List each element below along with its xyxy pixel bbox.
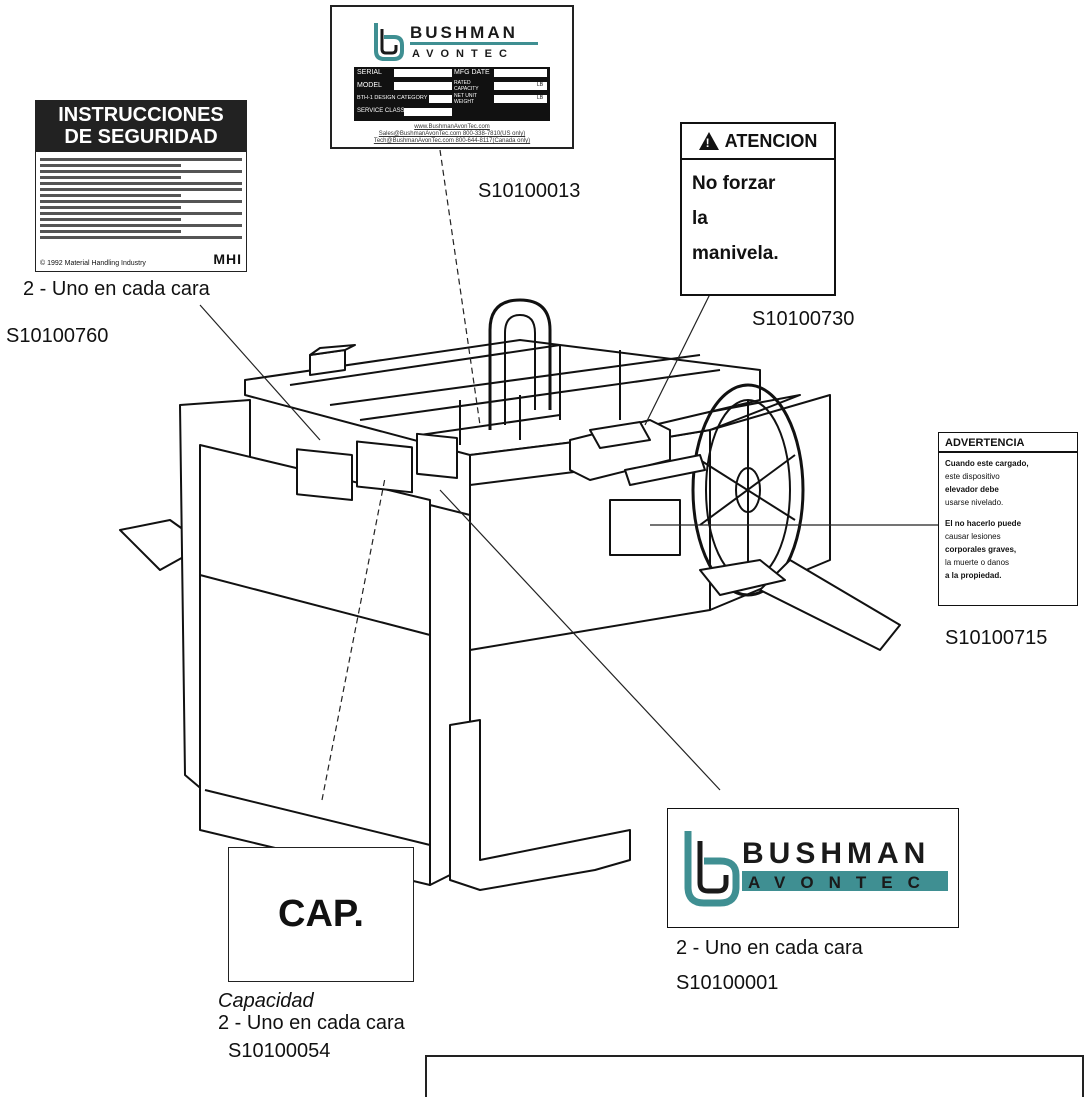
quantity-note-seguridad: 2 - Uno en cada cara (23, 278, 210, 300)
bushman-nameplate-decal: BUSHMAN AVONTEC SERIAL MFG DATE MODEL RA… (330, 5, 574, 149)
front-decal-window-1 (296, 448, 353, 502)
lb-unit-2: LB (537, 95, 544, 101)
handwheel (691, 383, 805, 597)
advertencia-title: ADVERTENCIA (939, 433, 1077, 453)
atencion-line-3: manivela. (692, 243, 779, 264)
adv-line: Cuando este cargado, (945, 459, 1029, 468)
adv-line: corporales graves, (945, 545, 1017, 554)
safety-decal-text-lines (36, 152, 246, 245)
rated-capacity-label: RATED CAPACITY (454, 80, 479, 92)
mfg-date-label: MFG DATE (454, 69, 490, 76)
cap-text: CAP. (278, 893, 364, 935)
part-number-s10100013: S10100013 (478, 180, 581, 202)
quantity-note-cap: 2 - Uno en cada cara (218, 1012, 405, 1034)
leader-s10100001 (439, 489, 721, 791)
bushman-avontec-decal: BUSHMAN AVONTEC (667, 808, 959, 928)
leader-s10100760 (199, 304, 321, 441)
nameplate-sales: Sales@BushmanAvonTec.com 800-338-7810(US… (378, 131, 526, 137)
adv-line: causar lesiones (945, 532, 1001, 541)
part-number-s10100760: S10100760 (6, 325, 109, 347)
serial-label: SERIAL (357, 69, 382, 76)
net-unit-weight-label: NET UNIT WEIGHT (454, 93, 477, 105)
safety-instructions-decal: INSTRUCCIONES DE SEGURIDAD © 1992 Materi… (35, 100, 247, 272)
atencion-line-2: la (692, 208, 708, 229)
capacidad-caption: Capacidad (218, 990, 314, 1012)
part-number-s10100715: S10100715 (945, 627, 1048, 649)
atencion-decal: ATENCION No forzar la manivela. (680, 122, 836, 296)
model-label: MODEL (357, 82, 382, 89)
bushman-decal-brand-bottom: AVONTEC (748, 873, 935, 892)
nameplate-field-grid: SERIAL MFG DATE MODEL RATED CAPACITY LB … (354, 67, 550, 121)
safety-decal-footer: © 1992 Material Handling Industry (40, 260, 146, 267)
bottom-fork (449, 719, 631, 891)
adv-line: a la propiedad. (945, 571, 1002, 580)
safety-decal-title-1: INSTRUCCIONES (58, 104, 224, 126)
lb-unit-1: LB (537, 82, 544, 88)
part-number-s10100054: S10100054 (228, 1040, 331, 1062)
advertencia-decal: ADVERTENCIA Cuando este cargado, este di… (938, 432, 1078, 606)
leader-s10100730 (644, 289, 713, 426)
mhi-logo: MHI (213, 251, 242, 267)
leader-s10100054 (321, 477, 386, 801)
bushman-logo-icon: BUSHMAN AVONTEC (374, 23, 538, 61)
nameplate-brand-bottom: AVONTEC (412, 48, 514, 60)
advertencia-text: Cuando este cargado, este dispositivo el… (939, 453, 1077, 586)
front-panel (199, 444, 431, 886)
nameplate-contacts: www.BushmanAvonTec.com Sales@BushmanAvon… (332, 124, 572, 145)
bushman-decal-brand-top: BUSHMAN (742, 837, 930, 870)
safety-decal-header: INSTRUCCIONES DE SEGURIDAD (36, 101, 246, 152)
adv-line: usarse nivelado. (945, 498, 1004, 507)
bushman-avontec-logo-icon: BUSHMAN AVONTEC (684, 831, 948, 907)
adv-line: la muerte o danos (945, 558, 1010, 567)
leader-s10100013 (439, 149, 481, 426)
atencion-text: No forzar la manivela. (682, 160, 834, 277)
service-class-label: SERVICE CLASS (357, 108, 405, 114)
adv-line: este dispositivo (945, 472, 1000, 481)
partial-next-figure-box (425, 1055, 1084, 1097)
adv-line: elevador debe (945, 485, 999, 494)
front-decal-window-3 (416, 432, 458, 480)
right-fork (759, 559, 901, 651)
atencion-title: ATENCION (724, 130, 818, 151)
spreader-beam-drawing (119, 149, 938, 891)
front-decal-window-2 (356, 440, 413, 494)
nameplate-brand-top: BUSHMAN (410, 23, 518, 42)
safety-decal-title-2: DE SEGURIDAD (64, 126, 218, 148)
atencion-header: ATENCION (682, 124, 834, 160)
design-category-label: BTH-1 DESIGN CATEGORY (357, 95, 428, 101)
capacity-decal: CAP. (228, 847, 414, 982)
part-number-s10100001: S10100001 (676, 972, 779, 994)
side-decal-window (609, 499, 681, 556)
nameplate-url: www.BushmanAvonTec.com (414, 124, 490, 130)
atencion-line-1: No forzar (692, 173, 776, 194)
warning-triangle-icon (698, 132, 719, 150)
adv-line: El no hacerlo puede (945, 519, 1022, 528)
quantity-note-bushman: 2 - Uno en cada cara (676, 937, 863, 959)
nameplate-tech: Tech@BushmanAvonTec.com 800-644-8117(Can… (373, 138, 531, 144)
part-number-s10100730: S10100730 (752, 308, 855, 330)
